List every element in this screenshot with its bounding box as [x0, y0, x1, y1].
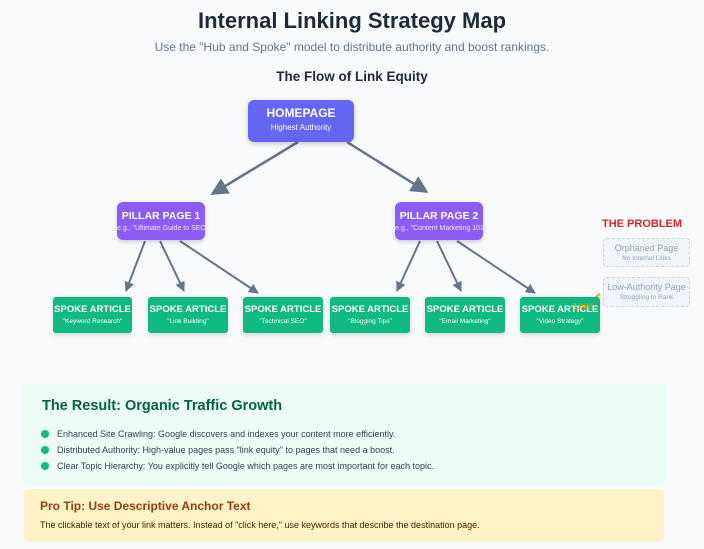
spoke-node-3: SPOKE ARTICLE "Technical SEO": [243, 297, 323, 333]
page-subtitle: Use the "Hub and Spoke" model to distrib…: [154, 40, 550, 54]
problem-item-title: Orphaned Page: [614, 243, 679, 253]
homepage-node: HOMEPAGE Highest Authority: [248, 100, 354, 142]
pillar-subtitle: e.g., "Ultimate Guide to SEO": [117, 225, 205, 232]
problem-item-subtitle: No Internal Links: [622, 255, 671, 262]
list-item: Distributed Authority: High-value pages …: [41, 445, 434, 461]
spoke-subtitle: "Blogging Tips": [348, 318, 392, 325]
spoke-title: SPOKE ARTICLE: [54, 304, 131, 315]
arrow-pillar2-spoke4: [396, 240, 421, 292]
spoke-title: SPOKE ARTICLE: [426, 304, 504, 315]
spoke-title: SPOKE ARTICLE: [244, 304, 322, 315]
arrow-home-pillar1: [210, 140, 299, 196]
spoke-subtitle: "Video Strategy": [536, 318, 584, 325]
tip-body: The clickable text of your link matters.…: [40, 520, 480, 530]
spoke-node-1: SPOKE ARTICLE "Keyword Research": [53, 297, 132, 333]
pillar-node-2: PILLAR PAGE 2 e.g., "Content Marketing 1…: [395, 202, 483, 240]
spoke-subtitle: "Email Marketing": [439, 318, 491, 325]
pillar-node-1: PILLAR PAGE 1 e.g., "Ultimate Guide to S…: [117, 202, 205, 240]
arrow-pillar2-spoke6: [456, 240, 536, 294]
arrow-pillar1-spoke1: [124, 240, 146, 292]
spoke-title: SPOKE ARTICLE: [149, 304, 227, 315]
result-item-text: Enhanced Site Crawling: Google discovers…: [57, 429, 396, 439]
low-authority-page-node: Low-Authority Page Struggling to Rank: [603, 277, 690, 307]
pro-tip-panel: Pro Tip: Use Descriptive Anchor Text The…: [24, 489, 664, 542]
arrow-pillar1-spoke2: [159, 240, 185, 292]
spoke-subtitle: "Link Building": [167, 318, 209, 325]
flow-title: The Flow of Link Equity: [276, 69, 428, 84]
spoke-node-4: SPOKE ARTICLE "Blogging Tips": [330, 297, 410, 333]
list-item: Clear Topic Hierarchy: You explicitly te…: [41, 461, 434, 477]
problem-title: THE PROBLEM: [602, 218, 683, 230]
spoke-node-6: SPOKE ARTICLE "Video Strategy": [520, 297, 600, 333]
list-item: Enhanced Site Crawling: Google discovers…: [41, 429, 434, 445]
problem-item-title: Low-Authority Page: [607, 282, 686, 292]
homepage-title: HOMEPAGE: [266, 106, 336, 120]
spoke-subtitle: "Technical SEO": [259, 318, 307, 325]
broken-link-annotation: Link!: [574, 302, 594, 311]
result-item-text: Distributed Authority: High-value pages …: [57, 445, 395, 455]
orphaned-page-node: Orphaned Page No Internal Links: [603, 238, 690, 267]
spoke-title: SPOKE ARTICLE: [331, 304, 409, 315]
arrow-home-pillar2: [346, 140, 429, 194]
bullet-icon: [41, 446, 49, 454]
page-title: Internal Linking Strategy Map: [197, 8, 507, 33]
pillar-title: PILLAR PAGE 2: [399, 210, 479, 222]
bullet-icon: [41, 430, 49, 438]
arrow-pillar1-spoke3: [179, 240, 259, 294]
result-panel: The Result: Organic Traffic Growth Enhan…: [23, 384, 665, 485]
spoke-node-5: SPOKE ARTICLE "Email Marketing": [425, 297, 505, 333]
pillar-title: PILLAR PAGE 1: [121, 210, 201, 222]
homepage-subtitle: Highest Authority: [270, 123, 332, 132]
pillar-subtitle: e.g., "Content Marketing 101": [395, 225, 483, 232]
result-item-text: Clear Topic Hierarchy: You explicitly te…: [57, 461, 435, 471]
spoke-node-2: SPOKE ARTICLE "Link Building": [148, 297, 228, 333]
result-list: Enhanced Site Crawling: Google discovers…: [41, 429, 434, 477]
arrow-pillar2-spoke5: [436, 240, 462, 292]
problem-item-subtitle: Struggling to Rank: [619, 294, 674, 301]
spoke-title: SPOKE ARTICLE: [521, 304, 599, 315]
result-title: The Result: Organic Traffic Growth: [42, 398, 283, 414]
spoke-subtitle: "Keyword Research": [62, 318, 123, 325]
bullet-icon: [41, 462, 49, 470]
tip-title: Pro Tip: Use Descriptive Anchor Text: [40, 499, 251, 513]
